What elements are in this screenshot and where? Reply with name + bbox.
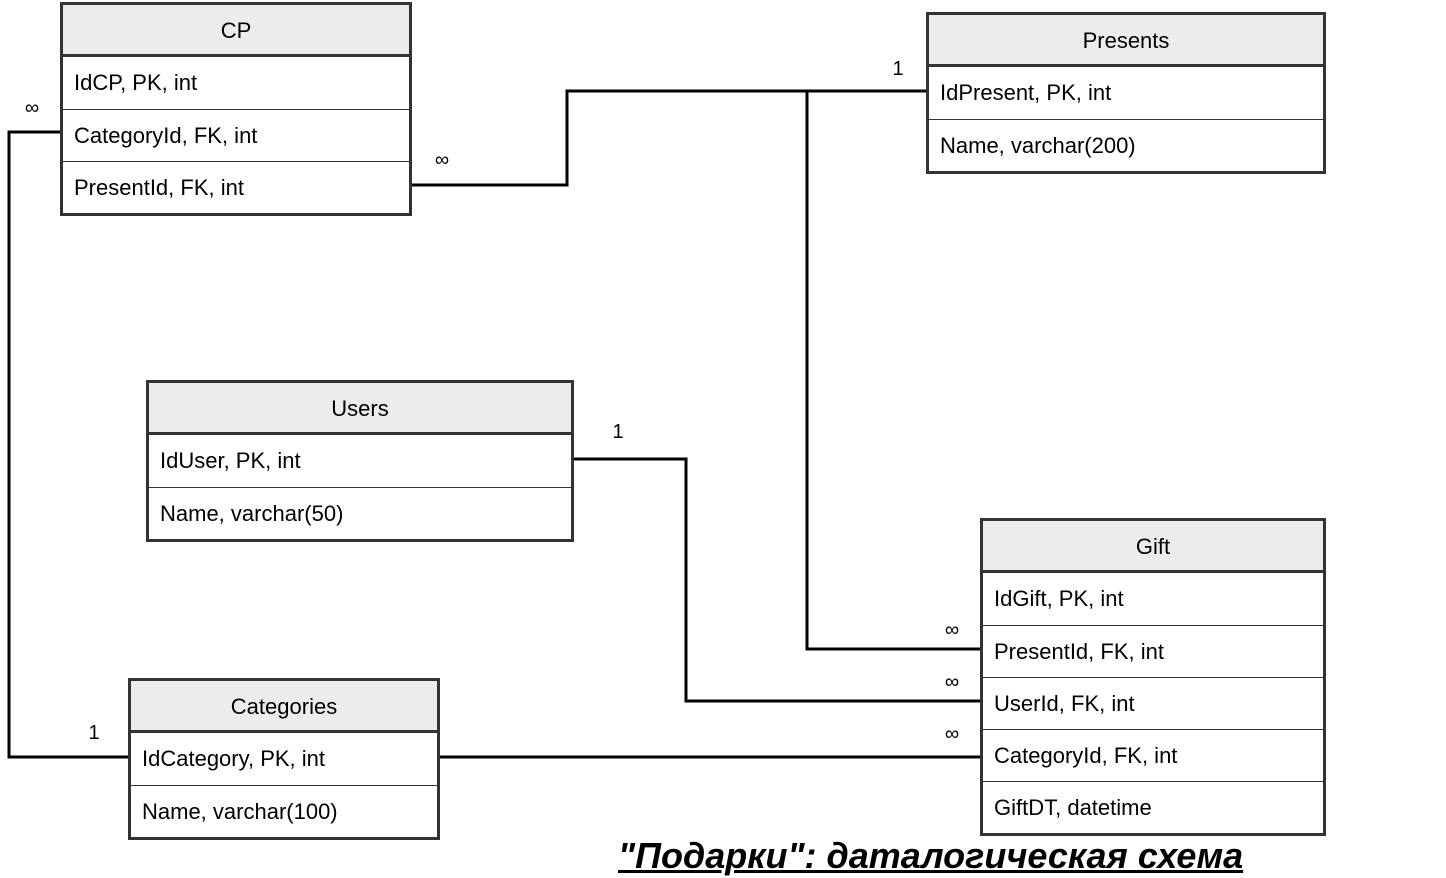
- field-categoryid: CategoryId, FK, int: [983, 729, 1323, 781]
- entity-title: CP: [63, 5, 409, 57]
- card-cp-categoryid-many: ∞: [24, 97, 40, 119]
- entity-gift[interactable]: Gift IdGift, PK, int PresentId, FK, int …: [980, 518, 1326, 836]
- field-categoryid: CategoryId, FK, int: [63, 109, 409, 161]
- entity-presents[interactable]: Presents IdPresent, PK, int Name, varcha…: [926, 12, 1326, 174]
- field-name: Name, varchar(100): [131, 785, 437, 837]
- diagram-caption: "Подарки": даталогическая схема: [618, 835, 1244, 876]
- field-giftdt: GiftDT, datetime: [983, 781, 1323, 833]
- field-idcategory: IdCategory, PK, int: [142, 746, 326, 771]
- field-userid: UserId, FK, int: [983, 677, 1323, 729]
- card-users-one: 1: [612, 421, 624, 443]
- link-gift-presents: [805, 91, 982, 651]
- entity-cp[interactable]: CP IdCP, PK, int CategoryId, FK, int Pre…: [60, 2, 412, 216]
- field-presentid: PresentId, FK, int: [63, 161, 409, 213]
- card-presents-one: 1: [892, 58, 904, 80]
- entity-title: Presents: [929, 15, 1323, 67]
- field-idgift: IdGift, PK, int: [994, 586, 1124, 611]
- field-name: Name, varchar(200): [929, 119, 1323, 171]
- card-cp-presentid-many: ∞: [434, 149, 450, 171]
- entity-title: Users: [149, 383, 571, 435]
- entity-categories[interactable]: Categories IdCategory, PK, int Name, var…: [128, 678, 440, 840]
- entity-users[interactable]: Users IdUser, PK, int Name, varchar(50): [146, 380, 574, 542]
- link-cp-categories: [7, 130, 130, 759]
- field-name: Name, varchar(50): [149, 487, 571, 539]
- link-cp-presents: [410, 89, 928, 187]
- field-iduser: IdUser, PK, int: [160, 448, 301, 473]
- card-categories-one: 1: [88, 722, 100, 744]
- link-gift-users: [572, 457, 982, 703]
- card-gift-presentid-many: ∞: [944, 619, 960, 641]
- field-idpresent: IdPresent, PK, int: [940, 80, 1112, 105]
- field-presentid: PresentId, FK, int: [983, 625, 1323, 677]
- field-idcp: IdCP, PK, int: [74, 70, 198, 95]
- entity-title: Categories: [131, 681, 437, 733]
- entity-title: Gift: [983, 521, 1323, 573]
- card-gift-userid-many: ∞: [944, 671, 960, 693]
- card-gift-categoryid-many: ∞: [944, 723, 960, 745]
